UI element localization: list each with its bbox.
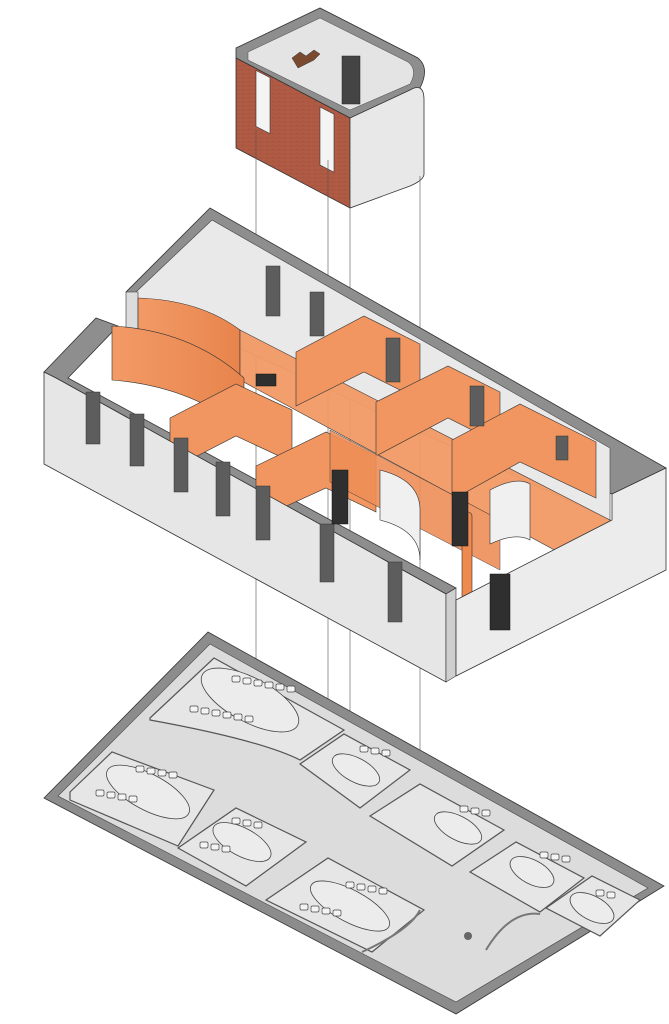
window-icon xyxy=(215,461,231,517)
chair-icon xyxy=(146,767,156,775)
chair-icon xyxy=(189,705,199,713)
chair-icon xyxy=(135,765,145,773)
table-icon xyxy=(331,753,381,787)
doors xyxy=(255,373,511,631)
floor-surface xyxy=(57,643,649,1003)
window-icon xyxy=(265,265,281,317)
chair-icon xyxy=(221,845,231,853)
table-icon xyxy=(212,822,272,862)
chair-icon xyxy=(561,855,571,863)
plan-curved-wall-1 xyxy=(361,909,421,953)
chair-icon xyxy=(370,747,380,755)
table-icon xyxy=(509,856,555,888)
detail-block xyxy=(235,7,425,209)
window-icon xyxy=(469,385,485,427)
table-icon xyxy=(569,892,615,924)
chair-icon xyxy=(359,745,369,753)
window-icon xyxy=(385,337,401,383)
chair-icon xyxy=(378,887,388,895)
chair-icon xyxy=(539,851,549,859)
chair-icon xyxy=(211,709,221,717)
chair-icon xyxy=(242,677,252,685)
detail-block-interior xyxy=(247,17,414,111)
door-icon xyxy=(255,373,277,387)
chair-icon xyxy=(299,903,309,911)
chairs xyxy=(95,675,616,917)
door-icon xyxy=(451,491,469,547)
back-windows xyxy=(265,265,569,461)
window-icon xyxy=(85,391,101,445)
chair-icon xyxy=(275,683,285,691)
chair-icon xyxy=(356,883,366,891)
chair-icon xyxy=(95,789,105,797)
front-facade-shade xyxy=(445,587,457,683)
chair-icon xyxy=(606,891,616,899)
curved-corridor-wall-2 xyxy=(489,480,531,545)
window-icon xyxy=(129,413,145,467)
chair-icon xyxy=(459,805,469,813)
facade-windows xyxy=(85,391,403,623)
window-icon xyxy=(255,69,271,135)
chair-icon xyxy=(470,807,480,815)
window-icon xyxy=(173,437,189,493)
chair-icon xyxy=(168,771,178,779)
chair-icon xyxy=(481,809,491,817)
chair-icon xyxy=(210,843,220,851)
chair-icon xyxy=(157,769,167,777)
chair-icon xyxy=(253,679,263,687)
door-icon xyxy=(341,55,361,105)
chair-icon xyxy=(233,713,243,721)
wall-level xyxy=(43,207,667,683)
chair-icon xyxy=(106,791,116,799)
table-icon xyxy=(433,811,483,845)
chair-icon xyxy=(310,905,320,913)
chair-icon xyxy=(128,795,138,803)
detail-block-curved-wall xyxy=(349,87,425,209)
chair-icon xyxy=(550,853,560,861)
window-icon xyxy=(387,561,403,623)
chair-icon xyxy=(345,881,355,889)
chair-icon xyxy=(595,889,605,897)
chair-icon xyxy=(222,711,232,719)
window-icon xyxy=(309,291,325,337)
chair-icon xyxy=(244,715,254,723)
window-icon xyxy=(255,485,271,541)
chair-icon xyxy=(253,821,263,829)
chair-icon xyxy=(231,817,241,825)
window-icon xyxy=(555,435,569,461)
chair-icon xyxy=(117,793,127,801)
door-icon xyxy=(331,469,349,525)
chair-icon xyxy=(200,707,210,715)
column-icon xyxy=(464,932,472,940)
chair-icon xyxy=(199,841,209,849)
chair-icon xyxy=(264,681,274,689)
door-icon xyxy=(489,573,511,631)
chair-icon xyxy=(321,907,331,915)
stair-icon xyxy=(291,49,321,69)
table-icon xyxy=(310,880,390,932)
chair-icon xyxy=(332,909,342,917)
window-icon xyxy=(319,106,335,173)
chair-icon xyxy=(381,749,391,757)
floor-plan xyxy=(43,631,665,1015)
chair-icon xyxy=(286,685,296,693)
table-icon xyxy=(106,764,190,820)
chair-icon xyxy=(367,885,377,893)
chair-icon xyxy=(242,819,252,827)
window-icon xyxy=(319,523,335,583)
curved-corridor-wall-1 xyxy=(379,469,421,561)
plan-curved-wall-2 xyxy=(485,912,541,951)
chair-icon xyxy=(231,675,241,683)
